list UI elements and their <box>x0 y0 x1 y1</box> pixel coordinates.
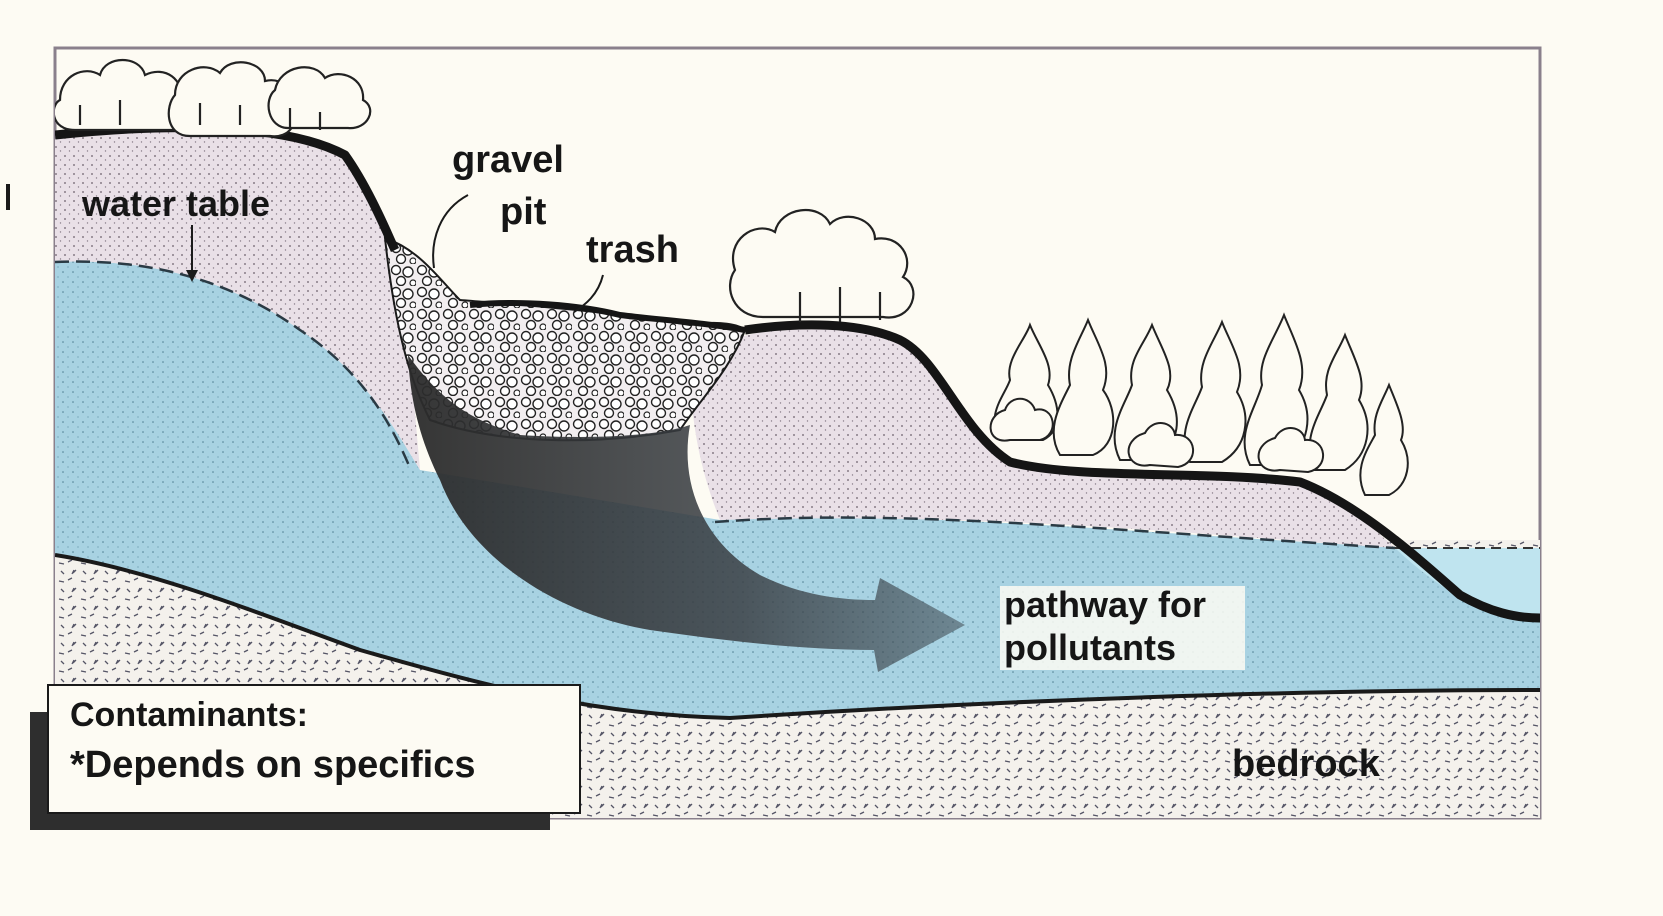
label-bedrock: bedrock <box>1232 743 1381 785</box>
label-pathway-line2: pollutants <box>1004 627 1176 668</box>
edge-mark <box>6 184 10 210</box>
legend-heading: Contaminants: <box>70 696 308 734</box>
label-water-table: water table <box>81 183 270 224</box>
legend-note: *Depends on specifics <box>70 744 475 786</box>
label-trash: trash <box>586 229 679 271</box>
label-gravel: gravel <box>452 139 564 181</box>
label-pathway-line1: pathway for <box>1004 584 1206 625</box>
label-pit: pit <box>500 191 547 233</box>
